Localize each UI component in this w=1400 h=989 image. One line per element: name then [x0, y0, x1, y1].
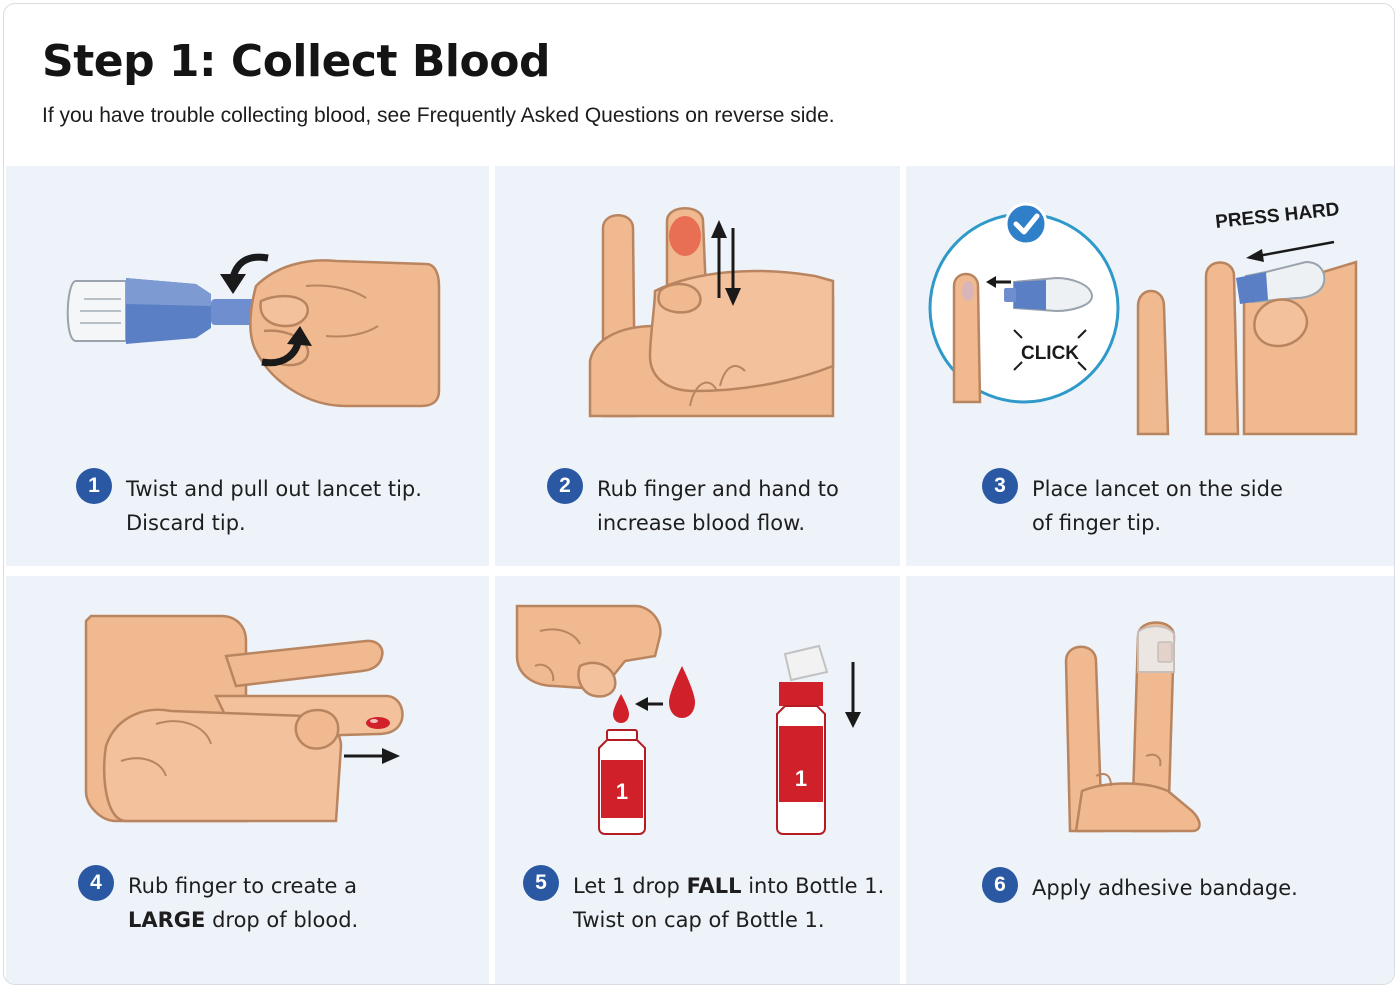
bottle-capped: 1	[776, 644, 829, 835]
drop-arrow-icon	[635, 697, 663, 711]
press-arrow-icon	[1246, 240, 1335, 262]
down-arrow-icon	[845, 662, 861, 728]
step-panel-1: 1 Twist and pull out lancet tip. Discard…	[6, 166, 489, 566]
step-number-badge: 4	[78, 865, 114, 901]
bottle-open: 1	[598, 729, 646, 835]
step-number-badge: 2	[547, 468, 583, 504]
drop-into-bottle-illustration: 1 1	[515, 604, 861, 835]
step-text-line: Discard tip.	[126, 511, 246, 535]
page-subtitle: If you have trouble collecting blood, se…	[42, 104, 835, 127]
bandage-illustration	[1064, 621, 1201, 833]
large-drop-illustration	[84, 614, 404, 823]
step-number-badge: 3	[982, 468, 1018, 504]
twist-arrow-icon	[220, 253, 312, 367]
step-panel-6: 6 Apply adhesive bandage.	[906, 576, 1394, 984]
press-hard-label: PRESS HARD	[1214, 199, 1340, 233]
step-text-line: Place lancet on the side	[1032, 477, 1283, 501]
step-caption-5: 5 Let 1 drop FALL into Bottle 1. Twist o…	[523, 865, 885, 937]
step-text-line: Rub finger to create a	[128, 874, 358, 898]
step-text-line: of finger tip.	[1032, 511, 1162, 535]
step-text-line: Apply adhesive bandage.	[1032, 876, 1298, 900]
instruction-sheet: Step 1: Collect Blood If you have troubl…	[3, 3, 1395, 985]
step-panel-4: 4 Rub finger to create a LARGE drop of b…	[6, 576, 489, 984]
step-text-line: increase blood flow.	[597, 511, 806, 535]
step-caption-2: 2 Rub finger and hand to increase blood …	[547, 468, 839, 540]
step-caption-4: 4 Rub finger to create a LARGE drop of b…	[78, 865, 359, 937]
step-caption-6: 6 Apply adhesive bandage.	[982, 867, 1298, 905]
step-number-badge: 6	[982, 867, 1018, 903]
lancet-twist-illustration	[66, 253, 441, 408]
steps-grid: 1 Twist and pull out lancet tip. Discard…	[6, 166, 1394, 984]
bandage-icon	[1137, 625, 1175, 673]
step-text-line: Rub finger and hand to	[597, 477, 839, 501]
click-burst-icon	[1013, 329, 1087, 371]
step-panel-3: CLICK PRESS HARD 3	[906, 166, 1394, 566]
step-caption-3: 3 Place lancet on the side of finger tip…	[982, 468, 1283, 540]
step-text-line: Twist and pull out lancet tip.	[126, 477, 422, 501]
click-label: CLICK	[1021, 343, 1079, 364]
bottle-label: 1	[795, 766, 807, 791]
rub-finger-illustration	[588, 207, 835, 418]
rub-arrows-icon	[711, 220, 741, 306]
place-lancet-illustration: CLICK PRESS HARD	[928, 199, 1358, 436]
step-panel-2: 2 Rub finger and hand to increase blood …	[495, 166, 900, 566]
step-panel-5: 1 1 5 Let 1 drop FALL into Bo	[495, 576, 900, 984]
step-number-badge: 1	[76, 468, 112, 504]
step-text-line: LARGE drop of blood.	[128, 908, 359, 932]
step-text-line: Let 1 drop FALL into Bottle 1.	[573, 874, 885, 898]
step-number-badge: 5	[523, 865, 559, 901]
bottle-label: 1	[616, 779, 628, 804]
rub-direction-arrow-icon	[344, 748, 400, 764]
emphasis-text: LARGE	[128, 908, 206, 932]
page-title: Step 1: Collect Blood	[42, 36, 550, 87]
emphasis-text: FALL	[686, 874, 742, 898]
check-icon	[1004, 202, 1048, 246]
step-caption-1: 1 Twist and pull out lancet tip. Discard…	[76, 468, 422, 540]
step-text-line: Twist on cap of Bottle 1.	[573, 908, 825, 932]
